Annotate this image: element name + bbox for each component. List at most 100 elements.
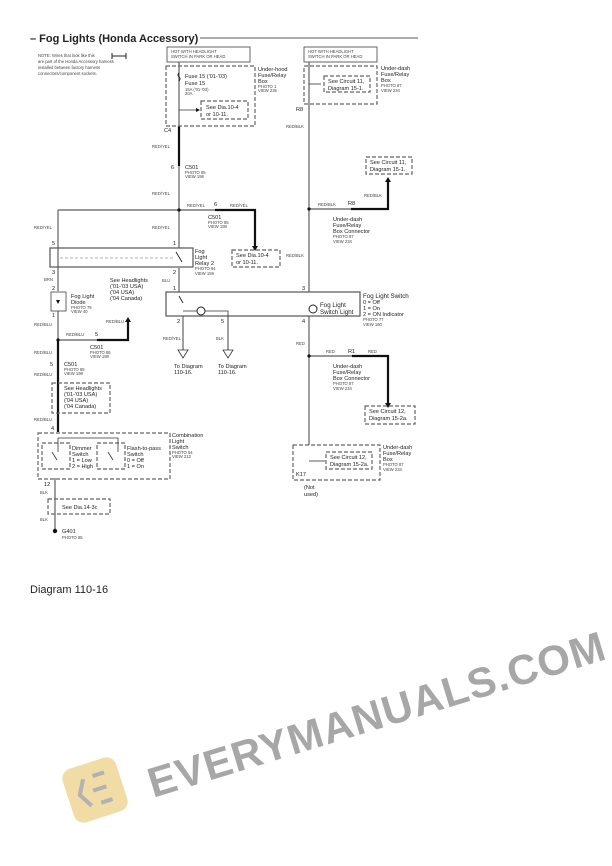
wire-label: RED/YEL (187, 203, 206, 208)
view-ref: VIEW 198 (208, 224, 228, 229)
note-line: installed between factory harness (38, 65, 100, 70)
underdash-box-label: Under-dash Fuse/Relay Box PHOTO 87 VIEW … (381, 66, 410, 93)
photo-ref: PHOTO 85 (90, 350, 111, 355)
underdash-connector-label-r1: Under-dash Fuse/Relay Box Connector PHOT… (333, 364, 370, 391)
svg-text:20A: 20A (185, 91, 193, 96)
connector-c501: C501 (208, 215, 221, 221)
wire-label: BLK (40, 517, 48, 522)
svg-text:Fuse 15 ('01-'03): Fuse 15 ('01-'03) (185, 74, 227, 80)
svg-text:VIEW 235: VIEW 235 (258, 88, 278, 93)
svg-text:0 = Off: 0 = Off (363, 300, 380, 306)
pin-label: 2 (177, 319, 180, 325)
wire-label: RED/YEL (230, 203, 249, 208)
svg-text:1 = Low: 1 = Low (72, 458, 93, 464)
connector-c501: C501 (185, 165, 198, 171)
see-circuit-12-box-2 (325, 451, 373, 470)
svg-text:2 = High: 2 = High (72, 464, 93, 470)
see-circuit-11-box (323, 75, 371, 93)
svg-text:1 = On: 1 = On (127, 464, 144, 470)
diode-label: Fog Light Diode PHOTO 79 VIEW 40 (71, 294, 95, 314)
to-diagram-text: 110-16. (218, 370, 237, 376)
underdash-box-bottom-label: Under-dash Fuse/Relay Box PHOTO 87 VIEW … (383, 445, 412, 472)
svg-text:PHOTO 77: PHOTO 77 (363, 317, 384, 322)
svg-text:Diode: Diode (71, 300, 86, 306)
svg-text:Combination: Combination (172, 433, 203, 439)
wire-label: RED/BLU (34, 417, 52, 422)
reference-text: See Dia.10-4 (206, 105, 239, 111)
diagram-title: – Fog Lights (Honda Accessory) (30, 33, 199, 45)
see-dia-10-4-box (231, 249, 281, 268)
svg-text:VIEW 40: VIEW 40 (71, 309, 88, 314)
connector-r1: R1 (348, 349, 355, 355)
switch-light-label: Switch Light (320, 309, 354, 316)
watermark-text: EVERYMANUALS.COM (142, 622, 611, 806)
view-ref: VIEW 198 (64, 371, 84, 376)
svg-text:Under-dash: Under-dash (333, 217, 362, 223)
underhood-box-label: Under-hood Fuse/Relay Box PHOTO 1 VIEW 2… (258, 67, 288, 93)
to-diagram-text: To Diagram (218, 364, 247, 370)
reference-text: Diagram 15-2a. (330, 462, 369, 468)
hot-label-box-left (166, 46, 251, 63)
hot-label: HOT WITH HEADLIGHT (308, 49, 354, 54)
svg-text:Light: Light (195, 255, 208, 261)
wire-label: RED/BLK (286, 253, 304, 258)
svg-text:Box Connector: Box Connector (333, 376, 370, 382)
svg-text:Switch: Switch (72, 452, 88, 458)
fuse-icon (177, 72, 181, 82)
svg-text:('01-'03 USA): ('01-'03 USA) (110, 284, 143, 290)
photo-ref: PHOTO 85 (62, 535, 83, 540)
svg-text:Under-dash: Under-dash (383, 445, 412, 451)
wires (54, 62, 352, 530)
svg-text:Fuse 15: Fuse 15 (185, 81, 205, 87)
pin-label: 2 (52, 286, 55, 292)
diode-icon (56, 300, 60, 304)
reference-text: Diagram 15-1. (370, 167, 406, 173)
reference-text: See Circuit 12, (330, 455, 367, 461)
connector-r8: R8 (296, 107, 303, 113)
underdash-fuse-box-bottom (292, 444, 381, 481)
wire-label: BRN (44, 277, 53, 282)
svg-text:Fuse/Relay: Fuse/Relay (333, 370, 361, 376)
svg-text:Fuse/Relay: Fuse/Relay (383, 451, 411, 457)
photo-ref: PHOTO 85 (185, 170, 206, 175)
svg-text:Box Connector: Box Connector (333, 229, 370, 235)
see-circuit-11-box-2 (365, 156, 413, 175)
pin-label: 5 (52, 241, 55, 247)
svg-text:VIEW 234: VIEW 234 (381, 88, 401, 93)
switch-light-label: Fog Light (320, 302, 346, 309)
wire-label: RED/YEL (152, 191, 171, 196)
pin-label: 12 (44, 482, 50, 488)
wire-label: RED/BLU (34, 372, 52, 377)
see-dia-14-3c-box (47, 498, 111, 515)
note: NOTE: Wires that look like this are part… (38, 53, 127, 76)
svg-text:Box: Box (381, 78, 391, 84)
pin-label: 4 (302, 319, 305, 325)
svg-text:('04 USA): ('04 USA) (110, 290, 134, 296)
svg-text:('01-'03 USA): ('01-'03 USA) (64, 392, 97, 398)
svg-text:See Headlights: See Headlights (64, 386, 102, 392)
pin-label: 5 (95, 332, 98, 338)
dimmer-label: Dimmer Switch 1 = Low 2 = High (72, 446, 93, 470)
svg-text:Box: Box (383, 457, 393, 463)
svg-text:Switch: Switch (127, 452, 143, 458)
pin-label: 3 (302, 286, 305, 292)
reference-text: or 10-11. (206, 112, 228, 118)
svg-text:Fog: Fog (195, 249, 205, 255)
flash-label: Flash-to-pass Switch 0 = Off 1 = On (127, 446, 161, 470)
hot-label: SWITCH IN PARK OR HEAD (308, 54, 362, 59)
underdash-fuse-box-top (303, 65, 378, 105)
svg-text:PHOTO 79: PHOTO 79 (71, 305, 92, 310)
wire-label: RED/BLU (34, 350, 52, 355)
view-ref: VIEW 198 (90, 354, 110, 359)
wire-label: RED/BLU (106, 319, 124, 324)
switch-light-bulb-icon (308, 304, 318, 314)
svg-text:PHOTO 87: PHOTO 87 (333, 234, 354, 239)
svg-text:VIEW 234: VIEW 234 (383, 467, 403, 472)
fog-light-relay-2 (49, 247, 194, 268)
note-line: connectors/component sockets. (38, 71, 97, 76)
indicator-bulb-icon (196, 306, 206, 316)
fog-light-switch (165, 291, 361, 317)
see-headlights-ref: See Headlights ('01-'03 USA) ('04 USA) (… (110, 278, 148, 302)
pin-label: 1 (52, 313, 55, 319)
